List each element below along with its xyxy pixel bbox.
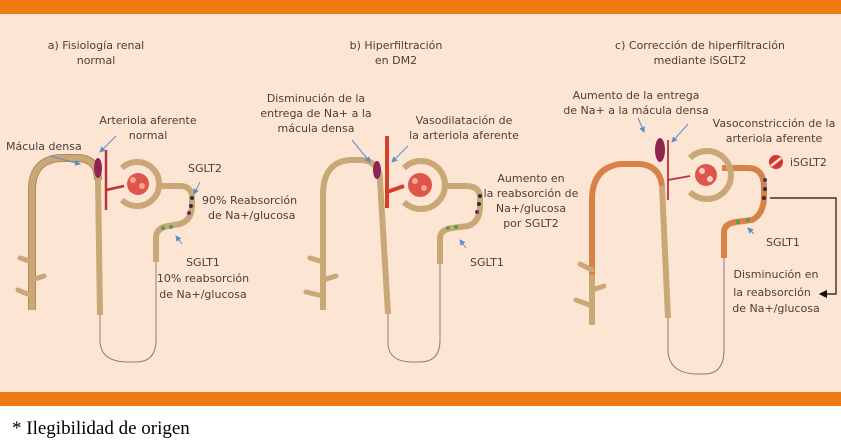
label-macula-c-1: Aumento de la entrega: [573, 89, 700, 102]
label-sglt1-b: SGLT1: [470, 256, 504, 269]
label-arteriole-a-2: normal: [129, 129, 168, 142]
limb-b: [377, 179, 391, 315]
panel-a-title-2: normal: [77, 54, 116, 67]
label-macula-a: Mácula densa: [6, 140, 82, 153]
arrow-icon: [351, 139, 371, 163]
sglt2-dot: [190, 196, 194, 200]
panel-c: c) Corrección de hiperfiltración mediant…: [563, 39, 837, 375]
sglt1-dot: [446, 226, 450, 230]
panel-b-title-1: b) Hiperfiltración: [350, 39, 443, 52]
macula-densa-b: [373, 161, 381, 179]
nephron-diagram: a) Fisiología renal normal: [6, 39, 837, 375]
loop-of-henle-c: [667, 258, 725, 375]
panel-a-title-1: a) Fisiología renal: [48, 39, 145, 52]
glomerulus-a: [119, 159, 163, 209]
label-sglt2-b-2: la reabsorción de: [484, 187, 579, 200]
diagram-area: a) Fisiología renal normal: [0, 14, 841, 392]
inhibitor-icon: [769, 155, 783, 169]
label-arteriole-b-2: la arteriola aferente: [409, 129, 519, 142]
label-sglt1-a: SGLT1: [186, 256, 220, 269]
panel-b: b) Hiperfiltración en DM2 Disminución de…: [260, 39, 579, 363]
label-arteriole-c-2: arteriola aferente: [726, 132, 823, 145]
afferent-arteriole-a: [104, 150, 125, 210]
glomerulus-c: [687, 148, 734, 202]
proximal-tubule-b: [437, 183, 483, 264]
proximal-tubule-a: [153, 183, 195, 262]
label-inhibitor-c: iSGLT2: [790, 156, 827, 169]
arrow-icon: [637, 117, 645, 133]
label-sglt2-b-4: por SGLT2: [503, 217, 559, 230]
loop-of-henle-b: [387, 264, 441, 363]
sglt1-dot: [161, 226, 165, 230]
sglt1-dot: [169, 225, 173, 229]
loop-of-henle-a: [99, 262, 157, 363]
limb-a: [95, 179, 103, 316]
arrow-icon: [391, 145, 409, 163]
label-arteriole-a-1: Arteriola aferente: [99, 114, 196, 127]
label-arteriole-b-1: Vasodilatación de: [416, 114, 513, 127]
top-orange-bar: [0, 0, 841, 14]
label-sglt1-c: SGLT1: [766, 236, 800, 249]
label-macula-b-1: Disminución de la: [267, 92, 365, 105]
sglt1-dot: [746, 218, 750, 222]
label-result-c-1: Disminución en: [733, 268, 818, 281]
sglt2-dot: [763, 178, 767, 182]
arrow-icon: [193, 181, 201, 195]
sglt1-dot: [736, 220, 740, 224]
panel-b-title-2: en DM2: [375, 54, 417, 67]
afferent-arteriole-b: [385, 136, 405, 208]
macula-densa-a: [94, 158, 102, 178]
sglt2-dot: [762, 196, 766, 200]
arrow-icon: [671, 123, 689, 143]
arrow-icon: [49, 155, 81, 166]
label-sglt2-desc-a-1: 90% Reabsorción: [202, 194, 297, 207]
sglt1-dot: [454, 225, 458, 229]
label-macula-b-3: mácula densa: [278, 122, 355, 135]
collecting-duct-b: [303, 157, 383, 310]
sglt2-dot: [187, 211, 191, 215]
label-macula-b-2: entrega de Na+ a la: [260, 107, 371, 120]
panel-c-title-2: mediante iSGLT2: [654, 54, 747, 67]
sglt2-dot: [189, 204, 193, 208]
arrow-icon: [747, 227, 755, 235]
label-sglt2-a: SGLT2: [188, 162, 222, 175]
label-sglt2-desc-a-2: de Na+/glucosa: [208, 209, 295, 222]
label-result-c-2: la reabsorción: [733, 286, 811, 299]
collecting-duct-a: [15, 154, 102, 310]
result-arrow-icon: [770, 197, 837, 299]
label-sglt1-desc-a-2: de Na+/glucosa: [159, 288, 246, 301]
macula-densa-c: [655, 138, 665, 162]
collecting-duct-c: [573, 161, 665, 325]
label-macula-c-2: de Na+ a la mácula densa: [563, 104, 708, 117]
label-sglt1-desc-a-1: 10% reabsorción: [157, 272, 249, 285]
label-result-c-3: de Na+/glucosa: [732, 302, 819, 315]
label-sglt2-b-1: Aumento en: [497, 172, 564, 185]
arrow-icon: [459, 239, 467, 249]
footnote: * Ilegibilidad de origen: [12, 418, 190, 439]
label-arteriole-c-1: Vasoconstricción de la: [713, 117, 836, 130]
sglt2-dot: [478, 194, 482, 198]
panel-c-title-1: c) Corrección de hiperfiltración: [615, 39, 785, 52]
arrow-icon: [99, 135, 117, 153]
bottom-orange-bar: [0, 392, 841, 406]
panel-a: a) Fisiología renal normal: [6, 39, 297, 363]
sglt2-dot: [763, 187, 767, 191]
afferent-arteriole-c: [667, 140, 691, 200]
sglt2-dot: [475, 210, 479, 214]
limb-c: [659, 185, 671, 319]
arrow-icon: [175, 235, 183, 245]
label-sglt2-b-3: Na+/glucosa: [496, 202, 566, 215]
sglt2-dot: [477, 202, 481, 206]
proximal-tubule-c: [721, 165, 767, 258]
glomerulus-b: [401, 158, 448, 212]
